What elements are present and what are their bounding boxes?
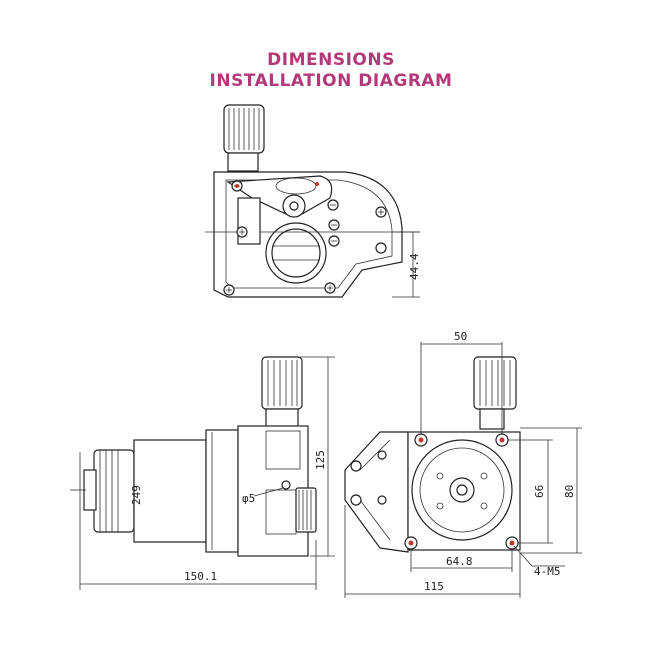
diagram-title-installation: INSTALLATION DIAGRAM — [209, 71, 453, 91]
dim-front-inner-height: 66 — [533, 485, 546, 498]
dim-top-height: 44.4 — [408, 253, 421, 280]
motor — [70, 439, 207, 543]
front-mount-screws — [404, 433, 519, 550]
front-view: 50 66 80 64.8 4-M5 115 — [344, 330, 582, 598]
front-wing — [344, 431, 409, 553]
dim-side-length: 150.1 — [184, 570, 217, 583]
dim-front-outer-height: 80 — [563, 485, 576, 498]
front-flange — [411, 439, 513, 541]
diagram-title-dimensions: DIMENSIONS — [267, 50, 395, 70]
dim-front-top: 50 — [454, 330, 467, 343]
side-view: φ5 249 125 150.1 — [70, 356, 335, 590]
side-knob — [261, 356, 303, 432]
dim-side-hole: φ5 — [242, 492, 255, 505]
drive-roll — [265, 222, 327, 284]
dim-front-outer-width: 115 — [424, 580, 444, 593]
side-hole — [281, 480, 291, 490]
dim-front-screws: 4-M5 — [534, 565, 561, 578]
arm-pivot — [282, 194, 306, 218]
gearbox — [205, 429, 239, 553]
dim-front-inner-width: 64.8 — [446, 555, 473, 568]
top-view: 44.4 — [205, 104, 421, 298]
front-knob — [473, 356, 517, 430]
dim-side-motor: 249 — [130, 485, 143, 505]
dim-side-height: 125 — [314, 450, 327, 470]
top-screws — [223, 180, 387, 296]
top-knob — [223, 104, 265, 172]
